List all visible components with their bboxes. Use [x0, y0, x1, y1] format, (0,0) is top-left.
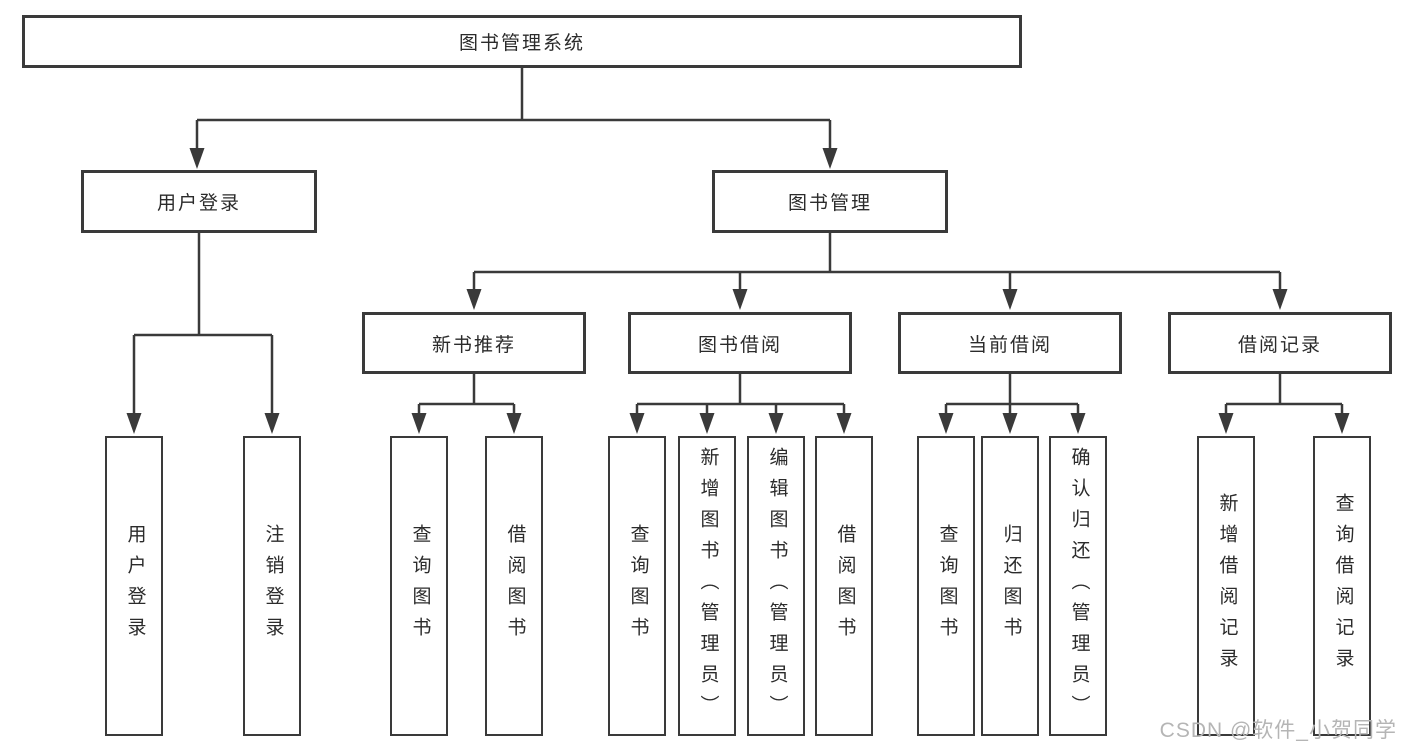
edge-book-mgmt-to-level3: [472, 233, 1282, 291]
node-current-borrow: 当前借阅: [898, 312, 1122, 374]
leaf-query-borrow-record: 查询借阅记录: [1313, 436, 1371, 736]
leaf-newbook-borrow-books-label: 借阅图书: [504, 524, 526, 648]
leaf-edit-books-admin: 编辑图书（管理员）: [747, 436, 805, 736]
arrowhead-icon: [1334, 413, 1350, 434]
leaf-return-books-label: 归还图书: [1000, 524, 1022, 648]
arrowhead-icon: [699, 413, 715, 434]
leaf-user-login: 用户登录: [105, 436, 163, 736]
leaf-confirm-return-admin-label: 确认归还（管理员）: [1068, 446, 1090, 726]
arrowhead-icon: [264, 413, 280, 434]
leaf-current-query-books: 查询图书: [917, 436, 975, 736]
arrowhead-icon: [189, 148, 205, 169]
csdn-watermark: CSDN @软件_小贺同学: [1159, 719, 1397, 742]
arrowhead-icon: [1002, 413, 1018, 434]
node-user-login: 用户登录: [81, 170, 317, 233]
node-new-book-recommend: 新书推荐: [362, 312, 586, 374]
arrowhead-icon: [506, 413, 522, 434]
arrowhead-icon: [1070, 413, 1086, 434]
leaf-borrow-books: 借阅图书: [815, 436, 873, 736]
leaf-newbook-query-books-label: 查询图书: [409, 524, 431, 648]
leaf-borrow-books-label: 借阅图书: [834, 524, 856, 648]
leaf-add-books-admin: 新增图书（管理员）: [678, 436, 736, 736]
arrowhead-icon: [1272, 289, 1288, 310]
leaf-confirm-return-admin: 确认归还（管理员）: [1049, 436, 1107, 736]
arrowhead-icon: [629, 413, 645, 434]
node-book-management: 图书管理: [712, 170, 948, 233]
node-book-borrow: 图书借阅: [628, 312, 852, 374]
arrowhead-icon: [822, 148, 838, 169]
arrowhead-icon: [836, 413, 852, 434]
leaf-edit-books-admin-label: 编辑图书（管理员）: [766, 446, 788, 726]
leaf-add-borrow-record: 新增借阅记录: [1197, 436, 1255, 736]
arrowhead-icon: [768, 413, 784, 434]
leaf-current-query-books-label: 查询图书: [936, 524, 958, 648]
arrowhead-icon: [411, 413, 427, 434]
edge-user-login-to-leaves: [132, 233, 274, 415]
leaf-query-borrow-record-label: 查询借阅记录: [1332, 493, 1354, 679]
arrowhead-icon: [732, 289, 748, 310]
arrowhead-icon: [126, 413, 142, 434]
leaf-newbook-query-books: 查询图书: [390, 436, 448, 736]
leaf-logout: 注销登录: [243, 436, 301, 736]
arrowhead-icon: [466, 289, 482, 310]
leaf-add-borrow-record-label: 新增借阅记录: [1216, 493, 1238, 679]
leaf-logout-label: 注销登录: [262, 524, 284, 648]
arrowhead-icon: [1002, 289, 1018, 310]
edge-root-to-level1: [195, 68, 832, 151]
leaf-user-login-label: 用户登录: [124, 524, 146, 648]
leaf-add-books-admin-label: 新增图书（管理员）: [697, 446, 719, 726]
leaf-newbook-borrow-books: 借阅图书: [485, 436, 543, 736]
edge-book-borrow-to-leaves: [635, 374, 846, 415]
edge-current-borrow-to-leaves: [944, 374, 1080, 415]
node-root-title: 图书管理系统: [22, 15, 1022, 68]
leaf-borrow-query-books-label: 查询图书: [627, 524, 649, 648]
edge-borrow-record-to-leaves: [1224, 374, 1344, 415]
leaf-return-books: 归还图书: [981, 436, 1039, 736]
node-borrow-record: 借阅记录: [1168, 312, 1392, 374]
edge-new-book-rec-to-leaves: [417, 374, 516, 415]
arrowhead-icon: [938, 413, 954, 434]
leaf-borrow-query-books: 查询图书: [608, 436, 666, 736]
arrowhead-icon: [1218, 413, 1234, 434]
